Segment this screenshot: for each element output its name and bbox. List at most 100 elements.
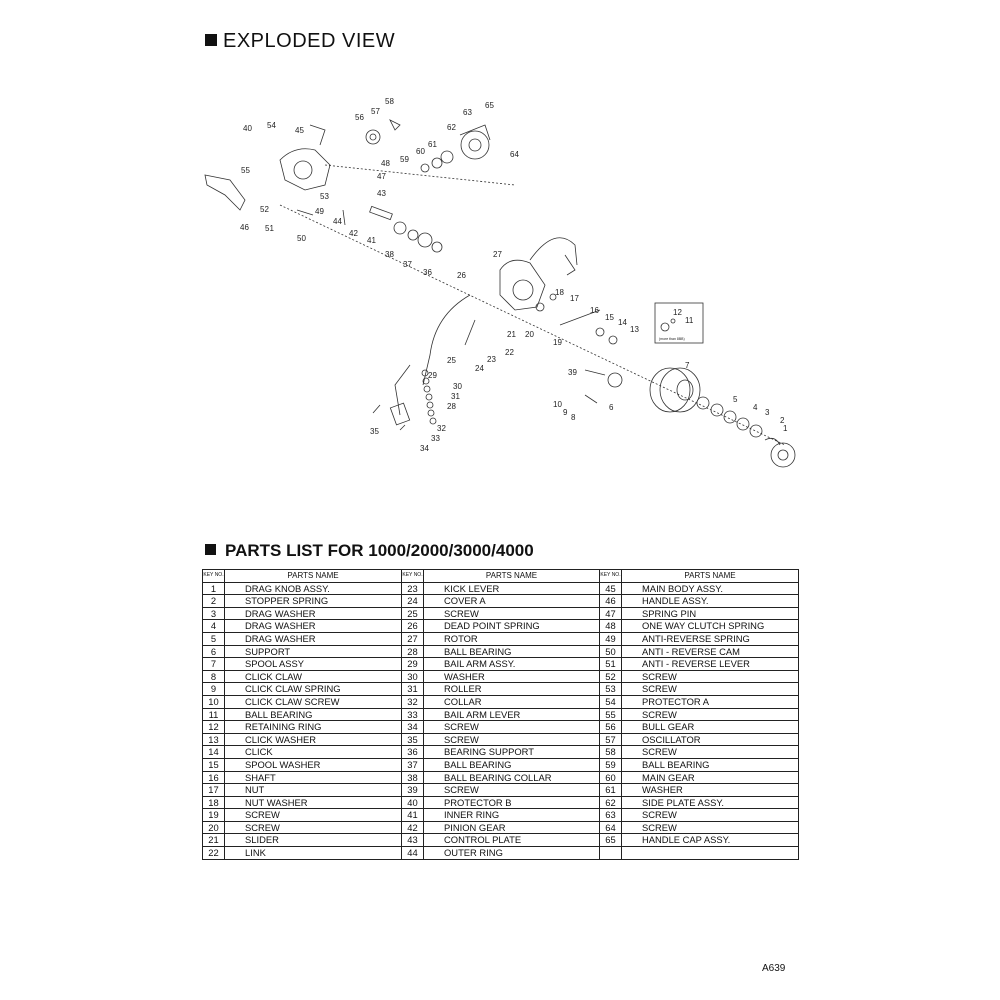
part-name-cell: WASHER — [621, 783, 799, 797]
key-no-cell: 58 — [599, 745, 622, 759]
key-no-cell: 56 — [599, 720, 622, 734]
part-name-cell: INNER RING — [423, 808, 600, 822]
key-no-cell: 29 — [401, 657, 424, 671]
part-name-cell: ANTI - REVERSE CAM — [621, 644, 799, 659]
label-42: 42 — [349, 229, 358, 238]
label-51: 51 — [265, 224, 274, 233]
label-38: 38 — [385, 250, 394, 259]
label-63: 63 — [463, 108, 472, 117]
key-no-cell: 59 — [599, 757, 622, 772]
label-12: 12 — [673, 308, 682, 317]
label-31: 31 — [451, 392, 460, 401]
key-no-cell: 35 — [401, 732, 424, 747]
part-name-cell: PROTECTOR B — [423, 795, 600, 810]
part-name-cell: SHAFT — [224, 770, 402, 785]
label-48: 48 — [381, 159, 390, 168]
label-25: 25 — [447, 356, 456, 365]
key-no-cell: 25 — [401, 606, 424, 621]
part-name-cell: MAIN GEAR — [621, 770, 799, 785]
part-name-cell: SCREW — [621, 820, 799, 835]
label-61: 61 — [428, 140, 437, 149]
part-name-cell: BEARING SUPPORT — [423, 745, 600, 759]
key-no-cell: 33 — [401, 707, 424, 722]
label-26: 26 — [457, 271, 466, 280]
label-46: 46 — [240, 223, 249, 232]
label-30: 30 — [453, 382, 462, 391]
part-name-cell: SCREW — [621, 745, 799, 759]
part-name-cell: SCREW — [621, 669, 799, 684]
key-no-cell: 48 — [599, 619, 622, 633]
key-no-cell: 1 — [202, 581, 225, 596]
label-65: 65 — [485, 101, 494, 110]
part-name-cell: DEAD POINT SPRING — [423, 619, 600, 633]
key-no-cell: 11 — [202, 707, 225, 722]
key-no-cell — [599, 846, 622, 860]
parts-name-header: PARTS NAME — [224, 569, 402, 583]
label-14: 14 — [618, 318, 627, 327]
key-no-cell: 26 — [401, 619, 424, 633]
part-name-cell: SCREW — [423, 783, 600, 797]
part-name-cell: HANDLE CAP ASSY. — [621, 833, 799, 848]
part-name-cell: OSCILLATOR — [621, 732, 799, 747]
part-name-cell: DRAG KNOB ASSY. — [224, 581, 402, 596]
label-6: 6 — [609, 403, 614, 412]
part-name-cell: COVER A — [423, 594, 600, 608]
part-name-cell: ANTI-REVERSE SPRING — [621, 631, 799, 646]
key-no-cell: 39 — [401, 783, 424, 797]
label-36: 36 — [423, 268, 432, 277]
part-name-cell: DRAG WASHER — [224, 631, 402, 646]
key-no-cell: 13 — [202, 732, 225, 747]
key-no-cell: 50 — [599, 644, 622, 659]
label-5: 5 — [733, 395, 738, 404]
key-no-cell: 8 — [202, 669, 225, 684]
part-name-cell: COLLAR — [423, 694, 600, 709]
key-no-cell: 23 — [401, 581, 424, 596]
label-54: 54 — [267, 121, 276, 130]
key-no-cell: 2 — [202, 594, 225, 608]
page-number: A639 — [762, 963, 786, 974]
part-name-cell: SLIDER — [224, 833, 402, 848]
key-no-cell: 51 — [599, 657, 622, 671]
label-34: 34 — [420, 444, 429, 453]
label-57: 57 — [371, 107, 380, 116]
inset-note: (more than 8BB) — [659, 337, 685, 341]
label-9: 9 — [563, 408, 568, 417]
label-32: 32 — [437, 424, 446, 433]
label-55: 55 — [241, 166, 250, 175]
part-name-cell: BALL BEARING — [224, 707, 402, 722]
part-name-cell: SCREW — [423, 606, 600, 621]
key-no-cell: 5 — [202, 631, 225, 646]
label-17: 17 — [570, 294, 579, 303]
part-name-cell: CONTROL PLATE — [423, 833, 600, 848]
part-name-cell: WASHER — [423, 669, 600, 684]
part-name-cell: CLICK WASHER — [224, 732, 402, 747]
part-name-cell: SPRING PIN — [621, 606, 799, 621]
key-no-cell: 28 — [401, 644, 424, 659]
key-no-cell: 15 — [202, 757, 225, 772]
label-40: 40 — [243, 124, 252, 133]
part-name-cell: SCREW — [621, 808, 799, 822]
label-13: 13 — [630, 325, 639, 334]
part-name-cell: PINION GEAR — [423, 820, 600, 835]
part-name-cell — [621, 846, 799, 860]
label-59: 59 — [400, 155, 409, 164]
part-name-cell: DRAG WASHER — [224, 606, 402, 621]
exploded-view-title: EXPLODED VIEW — [223, 30, 396, 52]
label-15: 15 — [605, 313, 614, 322]
key-no-cell: 9 — [202, 682, 225, 696]
key-no-header: KEY NO. — [599, 569, 622, 583]
parts-name-header: PARTS NAME — [621, 569, 799, 583]
key-no-cell: 57 — [599, 732, 622, 747]
key-no-cell: 12 — [202, 720, 225, 734]
label-29: 29 — [428, 371, 437, 380]
part-name-cell: SIDE PLATE ASSY. — [621, 795, 799, 810]
key-no-cell: 54 — [599, 694, 622, 709]
